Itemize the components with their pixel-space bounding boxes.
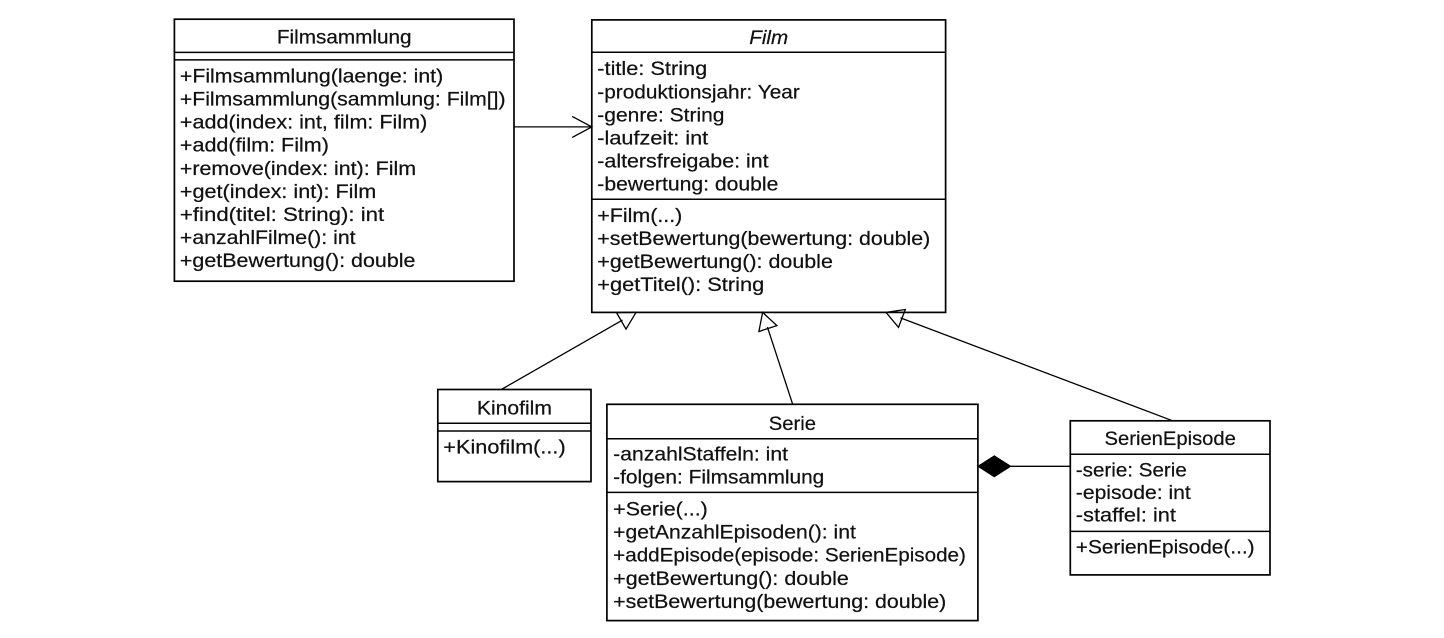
- svg-text:+addEpisode(episode: SerienEpi: +addEpisode(episode: SerienEpisode): [613, 546, 966, 567]
- svg-text:-folgen: Filmsammlung: -folgen: Filmsammlung: [613, 467, 824, 488]
- svg-text:+getBewertung(): double: +getBewertung(): double: [597, 252, 833, 273]
- svg-text:-laufzeit: int: -laufzeit: int: [597, 129, 709, 150]
- svg-text:+getAnzahlEpisoden(): int: +getAnzahlEpisoden(): int: [613, 522, 856, 543]
- svg-text:+SerienEpisode(...): +SerienEpisode(...): [1076, 537, 1255, 558]
- svg-text:+setBewertung(bewertung: doubl: +setBewertung(bewertung: double): [613, 592, 946, 613]
- svg-text:-altersfreigabe: int: -altersfreigabe: int: [597, 152, 769, 173]
- svg-text:SerienEpisode: SerienEpisode: [1105, 429, 1236, 450]
- svg-text:-produktionsjahr: Year: -produktionsjahr: Year: [597, 82, 800, 103]
- svg-text:Kinofilm: Kinofilm: [477, 398, 552, 419]
- svg-text:+setBewertung(bewertung: doubl: +setBewertung(bewertung: double): [597, 229, 930, 250]
- svg-text:+Kinofilm(...): +Kinofilm(...): [443, 437, 565, 458]
- svg-text:-episode: int: -episode: int: [1076, 483, 1192, 504]
- svg-text:-title: String: -title: String: [597, 59, 707, 80]
- svg-text:+remove(index: int): Film: +remove(index: int): Film: [180, 159, 416, 180]
- svg-text:-serie: Serie: -serie: Serie: [1076, 460, 1187, 481]
- svg-text:+getBewertung(): double: +getBewertung(): double: [613, 569, 849, 590]
- svg-text:-staffel: int: -staffel: int: [1076, 506, 1177, 527]
- svg-text:+add(index: int, film: Film): +add(index: int, film: Film): [180, 113, 427, 134]
- svg-text:+Serie(...): +Serie(...): [613, 499, 708, 520]
- svg-text:Filmsammlung: Filmsammlung: [277, 28, 412, 49]
- svg-text:+getBewertung(): double: +getBewertung(): double: [180, 251, 416, 272]
- svg-text:+Filmsammlung(laenge: int): +Filmsammlung(laenge: int): [180, 66, 443, 87]
- svg-text:-genre: String: -genre: String: [597, 105, 724, 126]
- svg-text:+Film(...): +Film(...): [597, 206, 682, 227]
- svg-text:Serie: Serie: [769, 414, 816, 435]
- svg-text:+find(titel: String): int: +find(titel: String): int: [180, 205, 385, 226]
- svg-text:+Filmsammlung(sammlung: Film[]: +Filmsammlung(sammlung: Film[]): [180, 90, 506, 111]
- svg-text:+add(film: Film): +add(film: Film): [180, 136, 329, 157]
- svg-text:+getTitel(): String: +getTitel(): String: [597, 275, 764, 296]
- svg-text:Film: Film: [749, 28, 788, 49]
- svg-text:-bewertung: double: -bewertung: double: [597, 175, 778, 196]
- svg-text:-anzahlStaffeln: int: -anzahlStaffeln: int: [613, 444, 789, 465]
- svg-text:+get(index: int): Film: +get(index: int): Film: [180, 182, 376, 203]
- svg-text:+anzahlFilme(): int: +anzahlFilme(): int: [180, 228, 357, 249]
